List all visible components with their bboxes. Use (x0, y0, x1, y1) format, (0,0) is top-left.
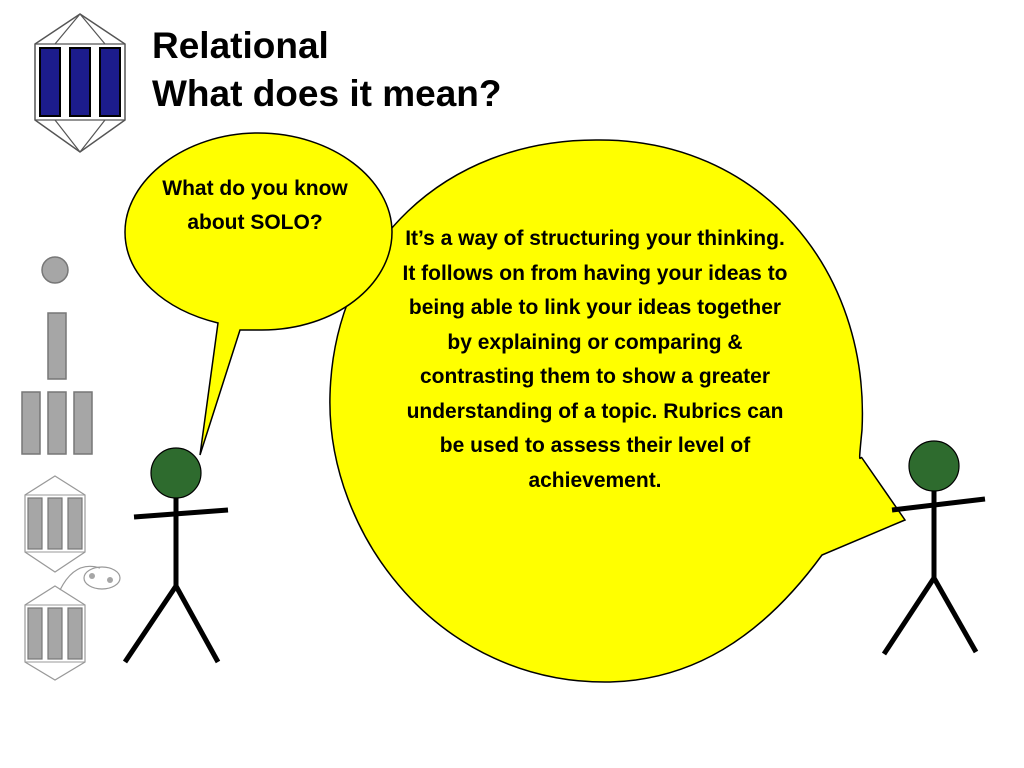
relational-icon (24, 475, 86, 573)
question-bubble-text: What do you know about SOLO? (162, 177, 348, 234)
extended-abstract-icon (24, 565, 121, 681)
relational-logo-icon (34, 13, 126, 153)
unistructural-icon (47, 312, 67, 380)
question-speech-bubble (124, 132, 393, 456)
answer-bubble-text: It’s a way of structuring your thinking.… (402, 227, 788, 492)
right-stick-figure (881, 440, 986, 656)
left-stick-figure (122, 447, 229, 664)
slide-title-line1: Relational (152, 25, 329, 66)
prestructural-icon (41, 256, 69, 284)
multistructural-icon (21, 391, 93, 455)
slide-title-line2: What does it mean? (152, 73, 502, 114)
slide-title: Relational What does it mean? (152, 22, 501, 118)
